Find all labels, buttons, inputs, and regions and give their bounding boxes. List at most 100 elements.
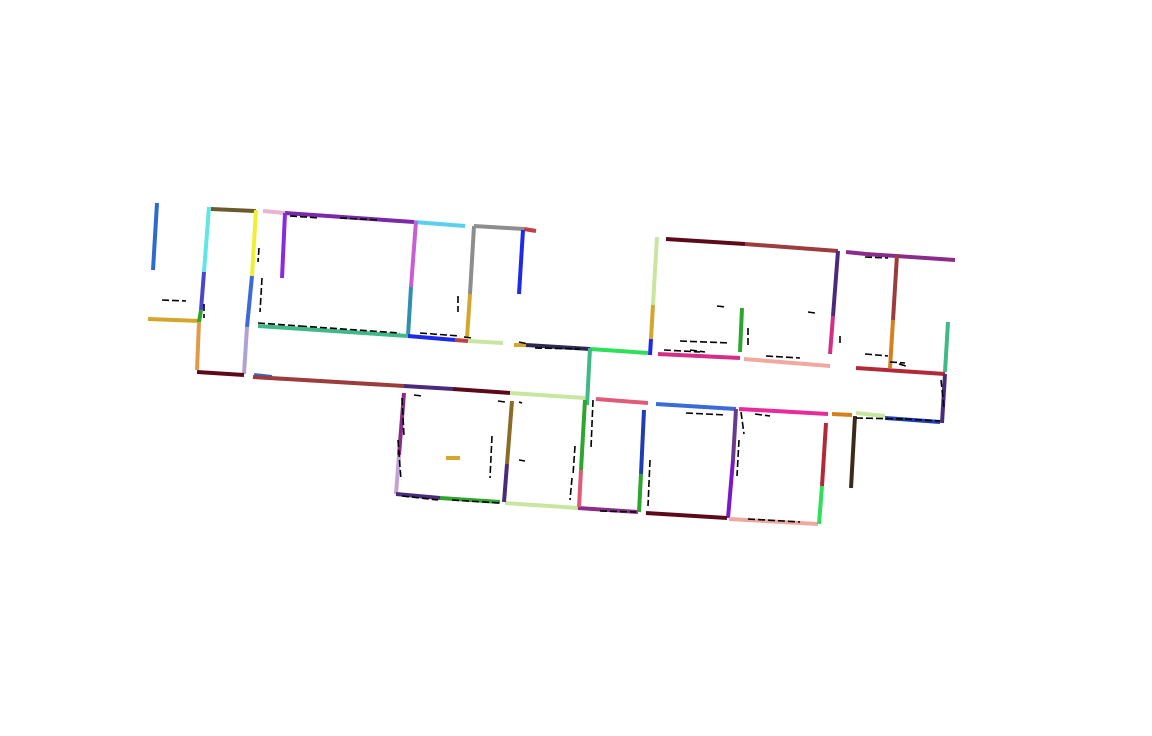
- wall-segment: [637, 473, 643, 513]
- wall-segment: [452, 387, 511, 395]
- wall-segment: [831, 250, 840, 317]
- wall-segment: [595, 397, 649, 405]
- scan-point-mark: [339, 217, 381, 221]
- scan-point-mark: [572, 445, 576, 476]
- scan-point-mark: [679, 340, 731, 344]
- wall-segment: [817, 485, 824, 525]
- wall-segment: [505, 400, 514, 465]
- wall-segment: [195, 321, 201, 371]
- scan-point-mark: [685, 412, 727, 416]
- scan-point-mark: [740, 411, 745, 435]
- scan-point-mark: [463, 336, 473, 339]
- wall-segment: [394, 454, 401, 495]
- wall-segment: [517, 229, 525, 295]
- wall-segment: [407, 334, 456, 342]
- scan-point-mark: [161, 299, 187, 302]
- wall-segment: [397, 392, 406, 456]
- wall-segment: [731, 408, 738, 461]
- wall-segment: [252, 375, 405, 388]
- wall-segment: [639, 409, 646, 475]
- scan-point-mark: [518, 459, 526, 462]
- scan-point-mark: [889, 361, 906, 364]
- wall-segment: [585, 347, 592, 406]
- wall-segment: [726, 459, 735, 519]
- scan-point-mark: [599, 510, 637, 513]
- wall-segment: [577, 469, 583, 508]
- wall-segment: [439, 496, 501, 504]
- wall-segment: [199, 271, 206, 311]
- wall-segment: [509, 391, 586, 400]
- wall-segment: [473, 224, 525, 231]
- wall-segment: [280, 212, 287, 279]
- wall-segment: [284, 211, 415, 224]
- scan-point-mark: [419, 332, 461, 337]
- wall-segment: [828, 315, 835, 355]
- scan-point-mark: [257, 322, 301, 327]
- wall-segment: [523, 227, 537, 233]
- scan-point-mark: [289, 215, 321, 219]
- wall-segment: [579, 399, 587, 471]
- wall-segment: [409, 220, 418, 288]
- wall-segment: [648, 338, 653, 356]
- scan-point-marks: [161, 215, 945, 523]
- wall-segment: [651, 236, 659, 306]
- wall-segment: [262, 209, 286, 215]
- scan-point-mark: [451, 499, 501, 504]
- scan-point-mark: [590, 399, 594, 449]
- wall-segment: [504, 501, 579, 510]
- wall-segment: [151, 202, 159, 271]
- wall-segment: [820, 422, 828, 487]
- scan-point-mark: [401, 397, 405, 437]
- scan-point-mark: [864, 353, 889, 357]
- wall-segment: [728, 517, 819, 526]
- scan-point-mark: [257, 247, 260, 263]
- wall-segment: [665, 237, 746, 246]
- scan-point-mark: [765, 355, 801, 359]
- scan-point-mark: [518, 401, 523, 404]
- scan-point-mark: [898, 363, 907, 367]
- wall-segment: [403, 384, 454, 391]
- wall-segment: [940, 373, 947, 424]
- scan-point-mark: [259, 277, 263, 313]
- wall-segment: [884, 416, 941, 424]
- wall-segment: [250, 209, 258, 277]
- wall-segment: [849, 415, 857, 489]
- wall-segment: [743, 357, 831, 368]
- wall-segment: [649, 304, 655, 340]
- scan-point-mark: [747, 518, 801, 523]
- wall-segment: [395, 492, 441, 500]
- wall-segment: [738, 407, 829, 416]
- scan-point-mark: [689, 349, 706, 353]
- wall-segment: [467, 339, 504, 345]
- scan-point-mark: [940, 379, 945, 409]
- wall-segment: [502, 463, 509, 503]
- wall-segment: [202, 206, 211, 273]
- scan-point-mark: [647, 459, 651, 507]
- scan-point-mark: [864, 256, 889, 259]
- wall-segment: [242, 326, 249, 375]
- scan-point-mark: [754, 413, 771, 417]
- wall-segment: [657, 352, 741, 360]
- wall-segment: [454, 338, 469, 343]
- wall-segment: [891, 254, 899, 321]
- wall-segment: [577, 506, 639, 514]
- wall-segment: [465, 293, 472, 339]
- scan-point-mark: [663, 349, 701, 353]
- wall-segment: [744, 242, 839, 253]
- wall-segment: [865, 252, 956, 262]
- colored-wall-segments: [147, 202, 956, 526]
- scan-point-mark: [904, 418, 941, 422]
- scan-point-mark: [716, 305, 727, 308]
- wall-segment: [210, 207, 257, 213]
- wall-segment: [655, 402, 737, 411]
- scan-point-mark: [569, 477, 573, 501]
- wall-segment: [147, 317, 201, 323]
- wall-segment: [257, 324, 409, 338]
- wall-segment: [413, 220, 466, 228]
- wall-segment: [196, 370, 245, 377]
- wall-segment: [406, 286, 413, 337]
- wall-segment: [888, 319, 895, 369]
- scan-point-mark: [489, 435, 493, 479]
- wall-segment: [831, 412, 853, 417]
